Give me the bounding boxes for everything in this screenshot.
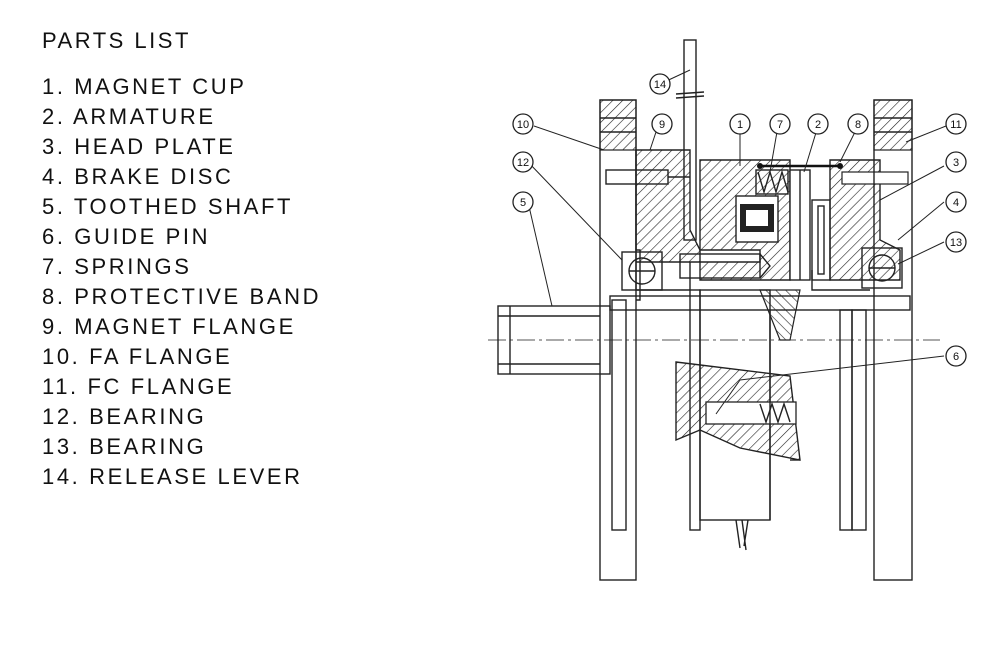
svg-text:12: 12 — [517, 157, 529, 169]
callout-1: 1 — [729, 113, 751, 135]
svg-text:6: 6 — [953, 351, 959, 363]
bearing-left — [621, 251, 663, 291]
parts-list-item: 13. BEARING — [42, 434, 207, 459]
parts-list-item: 12. BEARING — [42, 404, 207, 429]
parts-list-item: 3. HEAD PLATE — [42, 134, 236, 159]
svg-text:10: 10 — [517, 119, 529, 131]
fc-flange — [839, 99, 913, 581]
svg-text:4: 4 — [953, 197, 959, 209]
parts-list-item: 4. BRAKE DISC — [42, 164, 234, 189]
callout-3: 3 — [945, 151, 967, 173]
svg-text:2: 2 — [815, 119, 821, 131]
callout-13: 13 — [945, 231, 967, 253]
svg-text:11: 11 — [950, 119, 961, 131]
toothed-shaft — [497, 295, 911, 375]
callout-5: 5 — [512, 191, 534, 213]
callout-8: 8 — [847, 113, 869, 135]
parts-list-item: 2. ARMATURE — [42, 104, 216, 129]
magnet-cup-body — [735, 310, 800, 551]
parts-list-item: 10. FA FLANGE — [42, 344, 233, 369]
svg-text:7: 7 — [777, 119, 783, 131]
magnet-cup — [699, 159, 791, 281]
parts-list-item: 7. SPRINGS — [42, 254, 192, 279]
bearing-right — [861, 247, 903, 289]
callout-12: 12 — [512, 151, 534, 173]
parts-list-item: 9. MAGNET FLANGE — [42, 314, 296, 339]
parts-list-item: 6. GUIDE PIN — [42, 224, 211, 249]
release-lever — [675, 39, 705, 241]
callout-11: 11 — [945, 113, 967, 135]
guide-pin-section — [675, 361, 801, 461]
parts-list-item: 5. TOOTHED SHAFT — [42, 194, 294, 219]
parts-list-item: 1. MAGNET CUP — [42, 74, 247, 99]
hub-cone — [759, 289, 801, 341]
head-plate — [829, 159, 909, 281]
svg-text:9: 9 — [659, 119, 665, 131]
callout-9: 9 — [651, 113, 673, 135]
parts-list-item: 8. PROTECTIVE BAND — [42, 284, 322, 309]
callout-6: 6 — [945, 345, 967, 367]
brake-cross-section-diagram: 14 10 9 1 7 2 8 11 12 3 5 4 13 6 — [488, 39, 967, 581]
armature — [789, 169, 811, 281]
svg-text:1: 1 — [737, 119, 743, 131]
parts-list-item: 14. RELEASE LEVER — [42, 464, 303, 489]
parts-list: 1. MAGNET CUP 2. ARMATURE 3. HEAD PLATE … — [42, 72, 321, 492]
callout-4: 4 — [945, 191, 967, 213]
parts-list-title: PARTS LIST — [42, 28, 191, 53]
callout-14: 14 — [649, 73, 671, 95]
springs — [755, 169, 789, 195]
guide-pin-upper — [679, 253, 771, 279]
fa-flange — [599, 99, 637, 581]
svg-text:3: 3 — [953, 157, 959, 169]
svg-text:8: 8 — [855, 119, 861, 131]
parts-list-item: 11. FC FLANGE — [42, 374, 235, 399]
callout-7: 7 — [769, 113, 791, 135]
svg-text:13: 13 — [950, 237, 962, 249]
callout-2: 2 — [807, 113, 829, 135]
svg-text:14: 14 — [654, 79, 666, 91]
svg-text:5: 5 — [520, 197, 526, 209]
callout-10: 10 — [512, 113, 534, 135]
